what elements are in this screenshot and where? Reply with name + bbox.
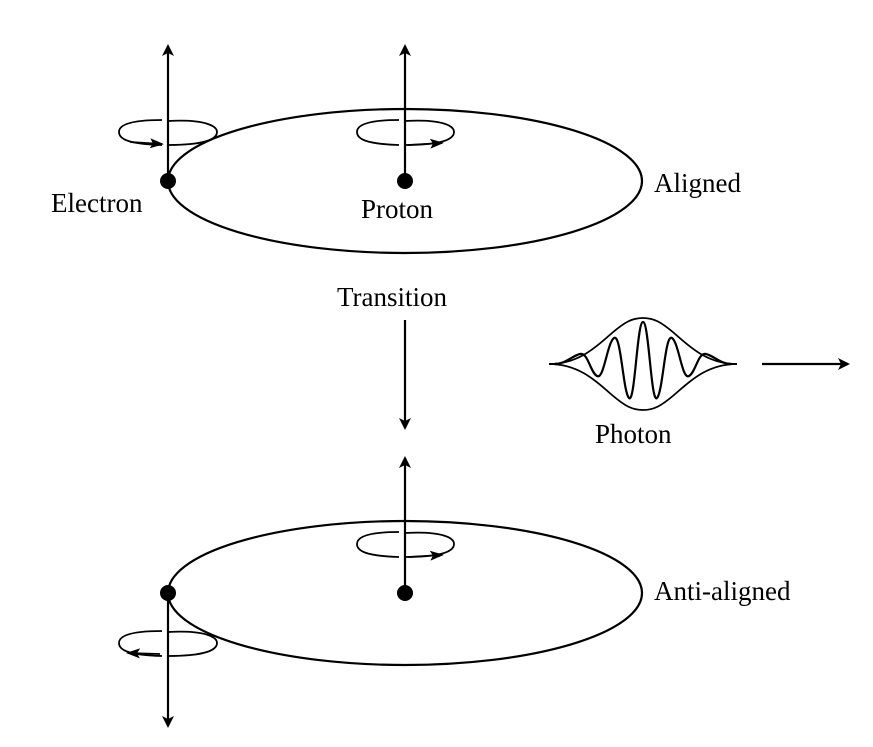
transition: Transition xyxy=(337,282,448,430)
anti-aligned-state: Anti-aligned xyxy=(118,456,791,728)
transition-label: Transition xyxy=(337,282,448,312)
photon-label: Photon xyxy=(595,419,672,449)
proton-dot xyxy=(397,173,413,189)
electron-dot-bottom xyxy=(160,585,176,601)
electron-label: Electron xyxy=(51,188,143,218)
electron-rotation-icon xyxy=(118,119,218,149)
aligned-state: Electron Proton Aligned xyxy=(51,44,741,255)
photon-envelope xyxy=(548,317,738,365)
proton-rotation-icon-bottom xyxy=(356,531,455,561)
photon-wave xyxy=(554,320,732,400)
proton-label: Proton xyxy=(361,194,434,224)
electron-dot xyxy=(160,173,176,189)
proton-dot-bottom xyxy=(397,585,413,601)
anti-aligned-label: Anti-aligned xyxy=(654,576,791,606)
aligned-label: Aligned xyxy=(654,168,741,198)
photon: Photon xyxy=(548,317,850,449)
electron-rotation-icon-bottom xyxy=(118,630,218,659)
proton-rotation-icon xyxy=(356,119,455,149)
